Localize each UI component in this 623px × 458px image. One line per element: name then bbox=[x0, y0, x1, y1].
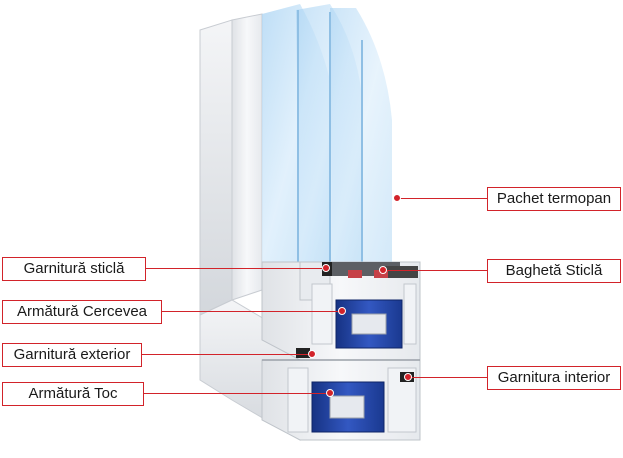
frame-vertical-leg bbox=[199, 19, 233, 316]
leader-garnitura-exterior bbox=[142, 354, 312, 355]
leader-garnitura-sticla bbox=[146, 268, 326, 269]
leader-pachet-termopan bbox=[397, 198, 487, 199]
marker-garnitura-interior bbox=[404, 373, 412, 381]
exterior-gasket bbox=[296, 348, 310, 358]
leader-bagheta-sticla bbox=[383, 270, 487, 271]
leader-armatura-cercevea bbox=[162, 311, 342, 312]
glass-bead bbox=[382, 266, 418, 278]
marker-garnitura-exterior bbox=[308, 350, 316, 358]
marker-bagheta-sticla bbox=[379, 266, 387, 274]
marker-armatura-toc bbox=[326, 389, 334, 397]
marker-pachet-termopan bbox=[393, 194, 401, 202]
leader-armatura-toc bbox=[144, 393, 330, 394]
label-armatura-toc: Armătură Toc bbox=[2, 382, 144, 406]
label-garnitura-exterior: Garnitură exterior bbox=[2, 343, 142, 367]
label-garnitura-sticla: Garnitură sticlă bbox=[2, 257, 146, 281]
label-garnitura-interior: Garnitura interior bbox=[487, 366, 621, 390]
label-bagheta-sticla: Baghetă Sticlă bbox=[487, 259, 621, 283]
leader-garnitura-interior bbox=[408, 377, 487, 378]
label-pachet-termopan: Pachet termopan bbox=[487, 187, 621, 211]
marker-garnitura-sticla bbox=[322, 264, 330, 272]
label-armatura-cercevea: Armătură Cercevea bbox=[2, 300, 162, 324]
marker-armatura-cercevea bbox=[338, 307, 346, 315]
